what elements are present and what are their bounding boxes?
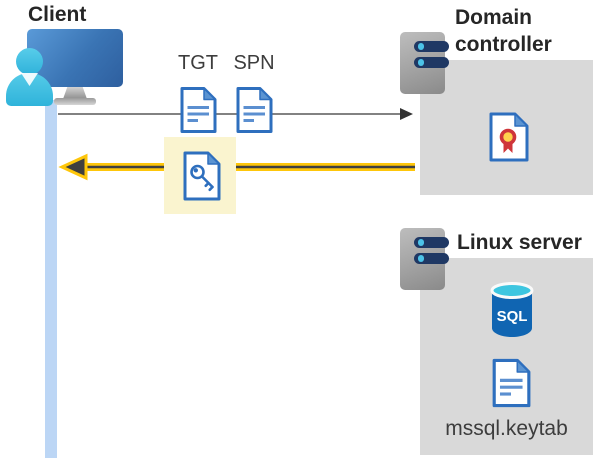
client-title: Client	[28, 3, 87, 26]
sql-database-icon: SQL	[490, 282, 534, 337]
tgt-document-icon	[180, 87, 217, 133]
monitor-base	[54, 98, 96, 105]
server-drive-bar	[414, 237, 449, 248]
keytab-document-icon	[492, 358, 531, 408]
server-drive-bar	[414, 57, 449, 68]
server-led	[417, 255, 424, 262]
sql-label: SQL	[497, 308, 528, 325]
client-workstation-icon	[6, 29, 130, 107]
tgt-label: TGT	[178, 52, 218, 74]
domain-controller-title: Domain controller	[455, 6, 552, 56]
response-arrow	[58, 153, 415, 181]
linux-server-title: Linux server	[457, 231, 582, 254]
server-led	[417, 239, 424, 246]
server-drive-bar	[414, 41, 449, 52]
user-icon	[16, 48, 43, 75]
server-drive-bar	[414, 253, 449, 264]
server-led	[417, 43, 424, 50]
keytab-filename: mssql.keytab	[445, 417, 568, 440]
client-lifeline	[45, 100, 57, 458]
domain-controller-server-icon	[400, 32, 450, 94]
spn-document-icon	[236, 87, 273, 133]
key-ticket-icon	[183, 151, 221, 201]
server-led	[417, 59, 424, 66]
certificate-icon	[489, 112, 529, 162]
spn-label: SPN	[233, 52, 275, 74]
monitor-stand	[63, 87, 87, 99]
linux-server-icon	[400, 228, 450, 290]
